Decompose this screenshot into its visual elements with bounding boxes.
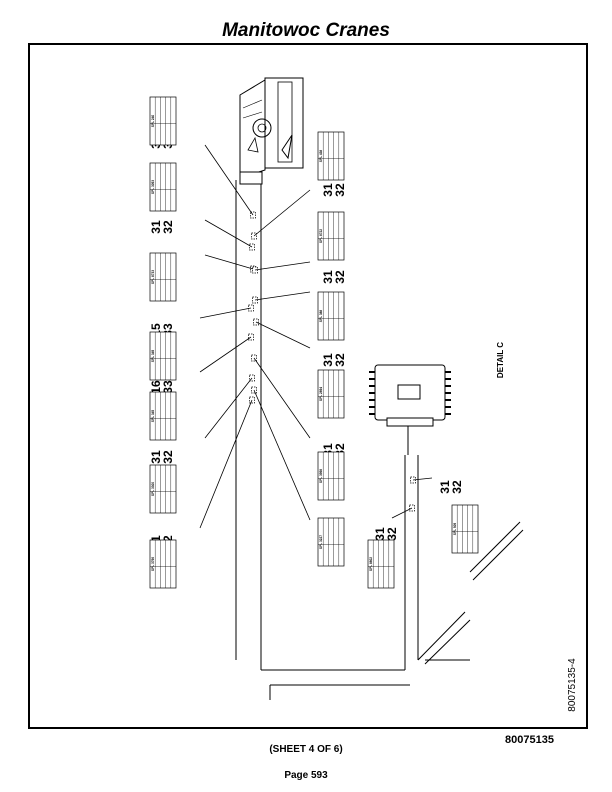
connector-id-label: SPL 240	[151, 115, 155, 128]
connector-label-table: SPL 345	[149, 391, 177, 441]
leader-line	[204, 219, 253, 248]
pin-number-label: 32	[161, 220, 175, 234]
leader-line	[204, 377, 253, 439]
drawing-number-vertical: 80075135-4	[567, 658, 578, 712]
leader-line	[253, 189, 311, 237]
pin-number-label: 32	[385, 527, 399, 541]
connector-id-label: SPL 3227	[319, 535, 323, 549]
connector-id-label: SPL 2894	[319, 387, 323, 401]
leader-line	[391, 507, 413, 519]
pin-number-label: 31	[321, 353, 335, 367]
crane-component-drawing	[239, 77, 304, 185]
connector-id-label: SPL 345	[151, 410, 155, 423]
connector-id-label: SPL 8802	[369, 557, 373, 571]
leader-line	[253, 389, 311, 521]
branch-diagonal-3	[469, 521, 521, 573]
connector-label-table: SPL 3796	[149, 539, 177, 589]
connector-id-label: SPL 438	[319, 150, 323, 163]
leader-line	[253, 357, 311, 439]
leader-line	[412, 477, 433, 481]
connector-id-label: SPL 3300	[151, 482, 155, 496]
electronic-module-drawing	[369, 364, 451, 427]
leader-line	[255, 321, 311, 349]
branch-diagonal-2	[424, 619, 471, 665]
leader-line	[254, 291, 311, 301]
leader-line	[199, 399, 253, 529]
pin-number-label: 31	[373, 527, 387, 541]
detail-label: DETAIL C	[496, 342, 505, 378]
drawing-frame	[28, 43, 588, 729]
pin-number-label: 31	[438, 480, 452, 494]
pin-number-label: 31	[149, 220, 163, 234]
pin-number-label: 32	[333, 353, 347, 367]
connector-label-table: SPL 2894	[317, 369, 345, 419]
pin-number-label: 31	[149, 450, 163, 464]
connector-label-table: SPL 240	[149, 96, 177, 146]
connector-label-table: SPL 8733	[149, 252, 177, 302]
connector-id-label: SPL 3998	[319, 469, 323, 483]
connector-label-table: SPL 349	[149, 331, 177, 381]
pin-number-label: 32	[161, 450, 175, 464]
sheet-indicator: (SHEET 4 OF 6)	[269, 744, 343, 755]
connector-label-table: SPL 3300	[149, 464, 177, 514]
connector-label-table: SPL 3227	[317, 517, 345, 567]
connector-id-label: SPL 388	[319, 310, 323, 323]
document-number: 80075135	[505, 734, 554, 746]
connector-label-table: SPL 3093	[149, 162, 177, 212]
leader-line	[254, 261, 311, 271]
connector-id-label: SPL 3796	[151, 557, 155, 571]
branch-diagonal-1	[417, 611, 466, 661]
connector-label-table: SPL 3998	[317, 451, 345, 501]
pin-number-label: 33	[161, 380, 175, 394]
connector-id-label: SPL 3093	[151, 180, 155, 194]
leader-line	[204, 144, 254, 216]
pin-number-label: 31	[321, 270, 335, 284]
connector-label-table: SPL 509	[451, 504, 479, 554]
connector-id-label: SPL 349	[151, 350, 155, 363]
connector-id-label: SPL 8722	[319, 229, 323, 243]
connector-label-table: SPL 8722	[317, 211, 345, 261]
connector-label-table: SPL 438	[317, 131, 345, 181]
leader-line	[199, 307, 252, 319]
pin-number-label: 31	[321, 183, 335, 197]
pin-number-label: 16	[149, 380, 163, 394]
connector-id-label: SPL 509	[453, 523, 457, 536]
connector-label-table: SPL 8802	[367, 539, 395, 589]
page-number: Page 593	[284, 770, 328, 781]
page-header-title: Manitowoc Cranes	[222, 20, 390, 41]
branch-diagonal-4	[472, 529, 524, 581]
pin-number-label: 32	[333, 183, 347, 197]
leader-line	[199, 336, 252, 373]
leader-line	[204, 254, 254, 270]
connector-id-label: SPL 8733	[151, 270, 155, 284]
pin-number-label: 32	[333, 270, 347, 284]
pin-number-label: 32	[450, 480, 464, 494]
connector-label-table: SPL 388	[317, 291, 345, 341]
